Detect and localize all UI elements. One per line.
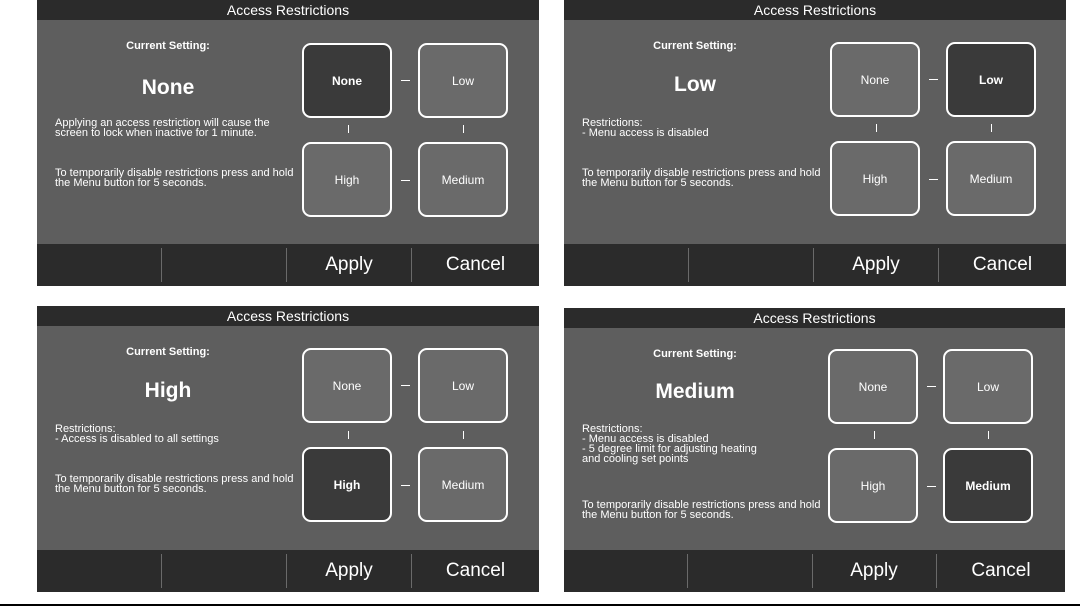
page-bottom-rule [0, 604, 1080, 606]
restriction-line: - 5 degree limit for adjusting heating [582, 443, 757, 455]
option-none-button[interactable]: None [830, 42, 920, 117]
current-setting-value: None [141, 76, 195, 99]
panel-title: Access Restrictions [564, 0, 1066, 20]
connector [401, 385, 410, 386]
apply-button[interactable]: Apply [325, 254, 373, 275]
panel-title: Access Restrictions [564, 308, 1065, 328]
restrictions-heading: Restrictions: [55, 423, 116, 435]
option-medium-button[interactable]: Medium [946, 141, 1036, 216]
divider [286, 554, 287, 588]
restriction-line: - Menu access is disabled [582, 433, 709, 445]
cancel-button[interactable]: Cancel [971, 560, 1031, 581]
option-medium-button[interactable]: Medium [943, 448, 1033, 523]
divider [687, 554, 688, 588]
option-low-button[interactable]: Low [418, 348, 508, 423]
restriction-description: Restrictions: - Access is disabled to al… [55, 423, 295, 445]
apply-button[interactable]: Apply [850, 560, 898, 581]
cancel-button[interactable]: Cancel [445, 560, 506, 581]
connector [348, 431, 349, 439]
connector [401, 180, 410, 181]
divider [161, 554, 162, 588]
empty-slot [689, 244, 813, 286]
current-setting-value: Medium [655, 380, 735, 403]
connector [988, 431, 989, 439]
current-setting-label: Current Setting: [653, 348, 737, 360]
connector [991, 124, 992, 132]
current-setting-value: Low [674, 73, 716, 96]
access-restrictions-panel-low: Access Restrictions Current Setting: Low… [564, 0, 1066, 286]
restriction-description: Restrictions: - Menu access is disabled … [582, 423, 822, 465]
option-none-button[interactable]: None [302, 43, 392, 118]
connector [927, 386, 936, 387]
access-restrictions-panel-medium: Access Restrictions Current Setting: Med… [564, 308, 1065, 592]
button-bar: Apply Cancel [564, 550, 1065, 592]
divider [411, 554, 412, 588]
access-restrictions-panel-high: Access Restrictions Current Setting: Hig… [37, 306, 539, 592]
divider [688, 248, 689, 282]
divider [938, 248, 939, 282]
option-low-button[interactable]: Low [943, 349, 1033, 424]
option-none-button[interactable]: None [302, 348, 392, 423]
restrictions-heading: Restrictions: [582, 117, 643, 129]
connector [874, 431, 875, 439]
divider [411, 248, 412, 282]
panel-title: Access Restrictions [37, 306, 539, 326]
disable-instructions: To temporarily disable restrictions pres… [55, 473, 294, 495]
divider [161, 248, 162, 282]
connector [927, 486, 936, 487]
option-low-button[interactable]: Low [946, 42, 1036, 117]
connector [929, 79, 938, 80]
option-medium-button[interactable]: Medium [418, 142, 508, 217]
current-setting-label: Current Setting: [126, 40, 210, 52]
access-restrictions-panel-none: Access Restrictions Current Setting: Non… [37, 0, 539, 286]
connector [876, 124, 877, 132]
connector [348, 125, 349, 133]
button-bar: Apply Cancel [564, 244, 1066, 286]
option-high-button[interactable]: High [828, 448, 918, 523]
empty-slot [162, 550, 286, 592]
restrictions-heading: Restrictions: [582, 423, 643, 435]
divider [286, 248, 287, 282]
connector [929, 179, 938, 180]
cancel-button[interactable]: Cancel [445, 254, 506, 275]
button-bar: Apply Cancel [37, 550, 539, 592]
option-high-button[interactable]: High [302, 447, 392, 522]
connector [401, 485, 410, 486]
lock-note: Applying an access restriction will caus… [55, 117, 270, 139]
current-setting-label: Current Setting: [653, 40, 737, 52]
disable-instructions: To temporarily disable restrictions pres… [582, 167, 821, 189]
divider [812, 554, 813, 588]
restriction-description: Restrictions: - Menu access is disabled [582, 117, 822, 139]
option-high-button[interactable]: High [302, 142, 392, 217]
empty-slot [37, 244, 161, 286]
restriction-line: - Access is disabled to all settings [55, 433, 219, 445]
option-low-button[interactable]: Low [418, 43, 508, 118]
option-high-button[interactable]: High [830, 141, 920, 216]
restriction-line: and cooling set points [582, 453, 689, 465]
current-setting-value: High [144, 379, 192, 402]
connector [463, 431, 464, 439]
panel-title: Access Restrictions [37, 0, 539, 20]
empty-slot [564, 550, 688, 592]
connector [401, 80, 410, 81]
empty-slot [37, 550, 161, 592]
current-setting-label: Current Setting: [126, 346, 210, 358]
disable-instructions: To temporarily disable restrictions pres… [55, 167, 294, 189]
restriction-description: Applying an access restriction will caus… [55, 117, 295, 139]
divider [936, 554, 937, 588]
empty-slot [688, 550, 812, 592]
option-none-button[interactable]: None [828, 349, 918, 424]
empty-slot [162, 244, 286, 286]
connector [463, 125, 464, 133]
divider [813, 248, 814, 282]
restriction-line: - Menu access is disabled [582, 127, 709, 139]
apply-button[interactable]: Apply [325, 560, 373, 581]
cancel-button[interactable]: Cancel [972, 254, 1033, 275]
button-bar: Apply Cancel [37, 244, 539, 286]
apply-button[interactable]: Apply [852, 254, 900, 275]
option-medium-button[interactable]: Medium [418, 447, 508, 522]
disable-instructions: To temporarily disable restrictions pres… [582, 499, 821, 521]
empty-slot [564, 244, 688, 286]
